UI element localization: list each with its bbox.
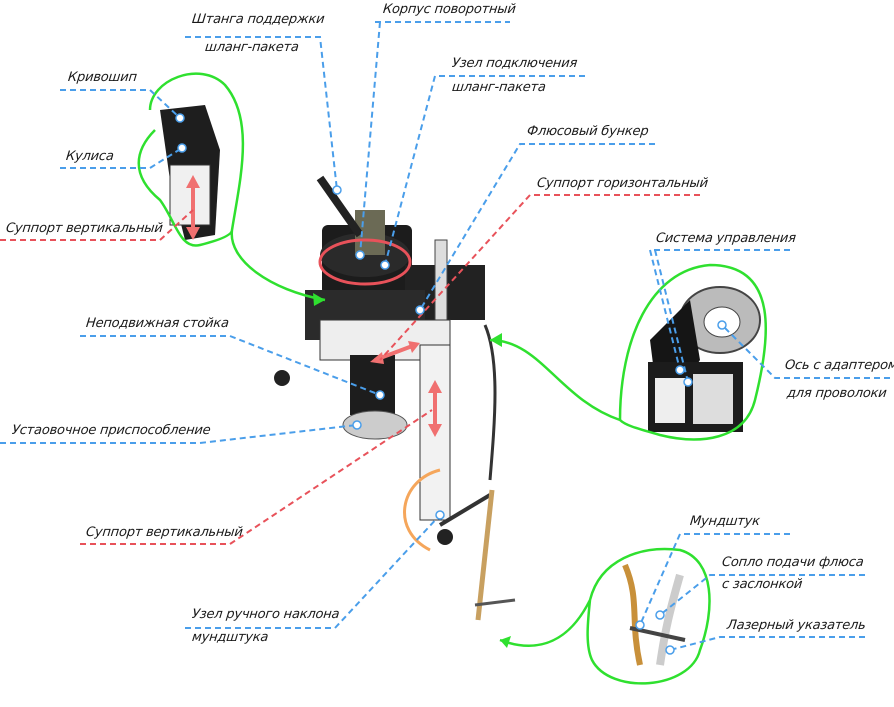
leader-dots xyxy=(175,113,727,655)
label-vertical-slide-top: Суппорт вертикальный xyxy=(5,221,164,236)
label-flux-nozzle-2: с заслонкой xyxy=(721,577,803,592)
callout-outline-control xyxy=(489,263,768,441)
label-horizontal-slide: Суппорт горизонтальный xyxy=(536,176,709,191)
label-tilt-unit-2: мундштука xyxy=(191,630,269,645)
label-hose-support-rod: Штанга поддержки xyxy=(191,12,326,27)
label-rotary-housing: Корпус поворотный xyxy=(382,2,517,17)
machine-illustration xyxy=(160,105,761,666)
label-flux-nozzle: Сопло подачи флюса xyxy=(721,555,865,570)
callout-outline-crank xyxy=(137,72,326,302)
label-fixed-column: Неподвижная стойка xyxy=(85,316,230,331)
label-control-system: Система управления xyxy=(655,231,797,246)
label-rocker: Кулиса xyxy=(65,149,115,164)
label-crank: Кривошип xyxy=(67,70,138,85)
label-hose-support-rod-2: шланг-пакета xyxy=(204,40,300,55)
label-wire-axle-2: для проволоки xyxy=(786,386,888,401)
label-tilt-unit: Узел ручного наклона xyxy=(191,607,341,622)
callout-outline-nozzle xyxy=(499,547,711,685)
tilt-indicator xyxy=(403,468,441,552)
label-flux-hopper: Флюсовый бункер xyxy=(526,124,650,139)
label-mounting-fixture: Устаовочное приспособление xyxy=(11,423,212,438)
label-contact-tip: Мундштук xyxy=(689,514,761,529)
label-wire-axle: Ось с адаптером xyxy=(784,358,894,373)
label-vertical-slide-bottom: Суппорт вертикальный xyxy=(85,525,244,540)
label-hose-connection-2: шланг-пакета xyxy=(451,80,547,95)
label-laser-pointer: Лазерный указатель xyxy=(726,618,867,633)
rotation-indicator xyxy=(318,238,412,286)
label-hose-connection: Узел подключения xyxy=(451,56,578,71)
